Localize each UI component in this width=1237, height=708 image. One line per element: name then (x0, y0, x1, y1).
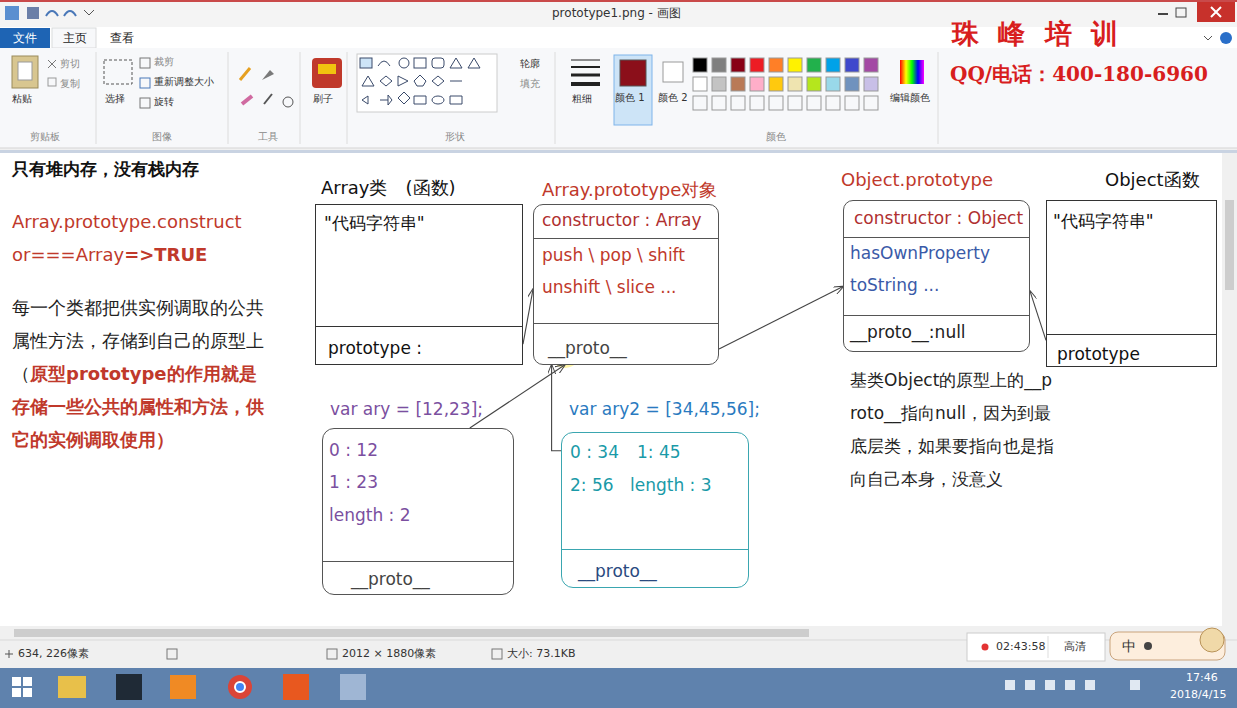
prototype-link-arrow (470, 365, 565, 428)
note-text: =>TRUE (124, 244, 207, 265)
variable-declaration: var ary2 = [34,45,56]; (569, 399, 760, 419)
class-box: Array类 (函数)"代码字符串"prototype : (315, 204, 523, 365)
ime-indicator: 中 (1122, 638, 1136, 655)
ribbon-button: 剪切 (60, 58, 80, 70)
ribbon-button: 粘贴 (12, 93, 32, 105)
ribbon-button: 裁剪 (154, 56, 174, 68)
status-text: 2012 × 1880像素 (342, 647, 436, 660)
array-item: 0 : 12 (329, 440, 378, 460)
divider-line (316, 326, 522, 327)
note-text: 原型prototype的作用就是存储一些公共的属性和方法，供它的实例调取使用） (12, 363, 264, 450)
divider-line (1047, 334, 1216, 335)
array-item: 1 : 23 (329, 472, 378, 492)
property: constructor : Array (542, 210, 702, 230)
note-heading: 只有堆内存，没有栈内存 (12, 159, 199, 179)
method-list: hasOwnProperty (850, 243, 990, 263)
method-list: unshift \ slice ... (542, 277, 677, 297)
class-name: Object函数 (1105, 169, 1200, 191)
property: constructor : Object (854, 208, 1023, 228)
prototype-link-arrow (1030, 291, 1046, 340)
property: __proto__ (548, 338, 627, 358)
ribbon-button: 编辑颜色 (890, 92, 930, 104)
ribbon-group-name: 形状 (445, 131, 465, 143)
watermark-logo: 珠 峰 培 训 (952, 18, 1123, 50)
status-text: 大小: 73.1KB (507, 647, 575, 660)
player-quality: 高清 (1064, 640, 1086, 653)
clock-date: 2018/4/15 (1170, 688, 1226, 701)
note-paragraph: Array.prototype.constructor===Array=>TRU… (12, 205, 248, 271)
divider-line (844, 237, 1029, 238)
ribbon-button: 选择 (105, 93, 125, 105)
ribbon-button: 填充 (520, 78, 540, 90)
prototype-link-arrow (719, 287, 843, 349)
ribbon-button: 轮廓 (520, 58, 540, 70)
ribbon-button: 旋转 (154, 96, 174, 108)
property: __proto__:null (850, 322, 966, 342)
code-string: "代码字符串" (324, 213, 425, 233)
object-name: Object.prototype (841, 169, 993, 191)
instance-box: var ary = [12,23];0 : 121 : 23length : 2… (322, 428, 514, 595)
array-item: 2: 56 (570, 475, 614, 495)
note-paragraph: 基类Object的原型上的__proto__指向null，因为到最底层类，如果要… (850, 364, 1055, 496)
ribbon-button: 刷子 (313, 93, 333, 105)
property: __proto__ (351, 569, 430, 589)
array-item: 0 : 34 (570, 442, 619, 462)
ribbon-group-name: 工具 (258, 131, 278, 143)
note-paragraph: 每一个类都把供实例调取的公共属性方法，存储到自己的原型上（原型prototype… (12, 291, 268, 456)
property: __proto__ (578, 561, 657, 581)
method-list: toString ... (850, 275, 939, 295)
divider-line (844, 315, 1029, 316)
divider-line (534, 238, 718, 239)
ribbon-group-name: 图像 (152, 131, 172, 143)
note-text: 基类Object的原型上的__proto__指向null，因为到最底层类，如果要… (850, 370, 1054, 489)
window-title: prototype1.png - 画图 (552, 6, 681, 20)
ribbon-button: 粗细 (572, 93, 592, 105)
divider-line (534, 323, 718, 324)
array-item: length : 3 (630, 475, 712, 495)
class-name: Array类 (函数) (321, 177, 456, 199)
prototype-box: Object.prototypeconstructor : ObjecthasO… (843, 200, 1030, 352)
property: prototype : (328, 338, 422, 358)
array-item: length : 2 (329, 505, 411, 525)
instance-box: var ary2 = [34,45,56];0 : 341: 452: 56le… (561, 432, 749, 588)
divider-line (562, 549, 748, 550)
prototype-link-arrow (523, 289, 533, 344)
method-list: push \ pop \ shift (542, 245, 685, 265)
property: prototype (1057, 344, 1140, 364)
status-text: 634, 226像素 (18, 647, 89, 660)
prototype-link-arrow (552, 365, 561, 451)
class-box: Object函数"代码字符串"prototype (1046, 200, 1217, 367)
variable-declaration: var ary = [12,23]; (330, 399, 483, 419)
watermark-phone: QQ/电话：400-180-6960 (950, 62, 1208, 86)
divider-line (323, 561, 513, 562)
menu-tab: 查看 (110, 31, 134, 45)
ribbon-button: 颜色 1 (615, 92, 645, 104)
ribbon-button: 复制 (60, 78, 80, 90)
object-name: Array.prototype对象 (542, 179, 717, 201)
ribbon-button: 重新调整大小 (154, 76, 214, 88)
code-string: "代码字符串" (1053, 211, 1154, 231)
menu-tab: 主页 (63, 31, 87, 45)
ribbon-button: 颜色 2 (658, 92, 688, 104)
player-time: 02:43:58 (996, 640, 1045, 653)
prototype-box: Array.prototype对象constructor : Arraypush… (533, 204, 719, 365)
ribbon-group-name: 颜色 (766, 131, 786, 143)
array-item: 1: 45 (637, 442, 681, 462)
ribbon-group-name: 剪贴板 (30, 131, 60, 143)
menu-tab: 文件 (13, 31, 37, 45)
clock-time: 17:46 (1186, 671, 1218, 684)
